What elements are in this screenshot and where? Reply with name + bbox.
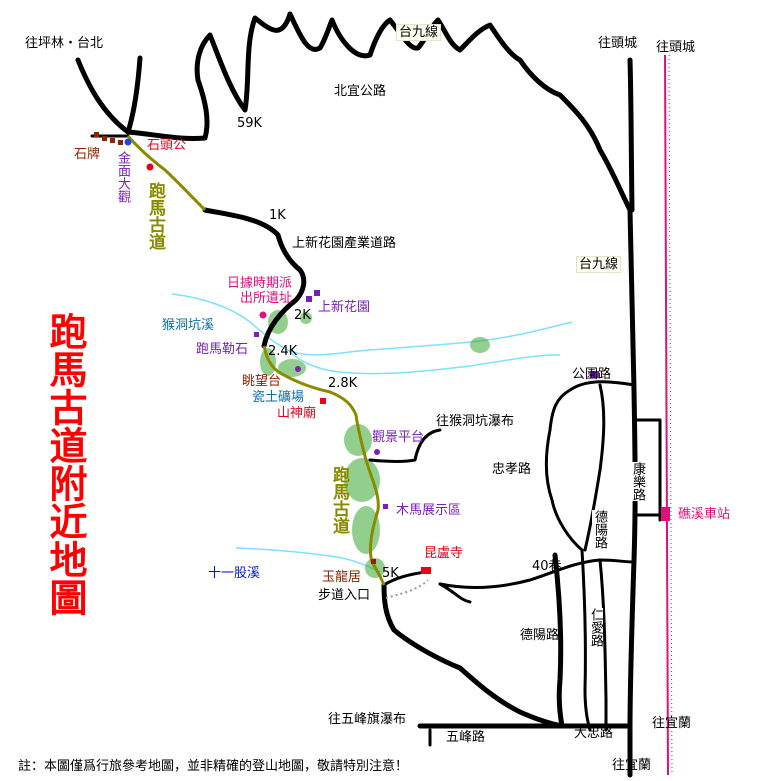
road-hw9-south <box>627 387 638 778</box>
forest-5 <box>344 458 380 502</box>
label-kangle-road: 康樂路 <box>630 462 645 501</box>
label-km2: 2K <box>294 308 311 323</box>
label-shanshen-temple: 山神廟 <box>277 406 317 421</box>
shipai-marker-2 <box>102 136 107 141</box>
road-lane40 <box>438 558 636 589</box>
yulong-marker <box>371 559 376 564</box>
paoma-rock-marker <box>254 332 259 337</box>
railway-line-2 <box>668 54 673 776</box>
label-trail-entrance: 步道入口 <box>318 588 371 603</box>
label-km1: 1K <box>269 208 286 223</box>
label-hw9-mid: 台九線 <box>576 256 622 273</box>
map-note: 註：本圖僅爲行旅參考地圖，並非精確的登山地圖，敬請特別注意！ <box>18 759 409 774</box>
label-houdong-stream: 猴洞坑溪 <box>162 318 215 333</box>
railway-line <box>664 54 669 776</box>
houdong-stream <box>171 293 573 356</box>
houdong-branch <box>287 349 561 375</box>
forest-3 <box>278 359 306 377</box>
station-marker <box>661 507 670 521</box>
guanjing-marker <box>374 449 380 455</box>
road-park <box>544 380 636 552</box>
label-zhongxiao-road: 忠孝路 <box>492 462 532 477</box>
label-beiyi-road: 北宜公路 <box>334 84 387 99</box>
forest-8 <box>470 337 490 353</box>
shangxinhua-marker-1 <box>306 296 312 302</box>
trail-name-lower: 跑馬古道 <box>329 466 349 534</box>
road-shangxinhua <box>202 207 307 349</box>
markers <box>94 132 670 574</box>
label-shipai: 石牌 <box>74 147 101 162</box>
road-kangle <box>632 418 662 522</box>
label-park-road: 公園路 <box>572 367 612 382</box>
label-lane40: 40巷 <box>532 559 562 574</box>
label-km5: 5K <box>382 566 399 581</box>
label-jinmian: 金面大觀 <box>115 151 130 203</box>
label-deyang-road: 德陽路 <box>520 628 560 643</box>
label-to-yilan-1: 往宜蘭 <box>652 716 692 731</box>
label-yulong: 玉龍居 <box>322 570 362 585</box>
road-renai <box>598 558 608 732</box>
road-lower <box>381 582 565 729</box>
shipai-marker-1 <box>94 132 99 137</box>
label-deyang-road-vertical: 德陽路 <box>592 510 607 549</box>
label-police-site: 日據時期派出所遺址 <box>226 276 292 306</box>
label-shangxinhua: 上新花園 <box>318 300 371 315</box>
label-wufeng-road: 五峰路 <box>446 730 486 745</box>
label-to-waterfall: 往猴洞坑瀑布 <box>436 414 515 429</box>
label-muma: 木馬展示區 <box>396 503 462 518</box>
label-to-yilan-2: 往宜蘭 <box>612 758 652 773</box>
shipai-marker-4 <box>118 140 123 145</box>
label-km59: 59K <box>237 116 263 131</box>
road-lane40-west <box>438 582 472 604</box>
police-site-marker <box>259 311 267 319</box>
forest-6 <box>352 506 380 554</box>
road-deyang-west <box>552 552 565 729</box>
roads <box>75 11 638 778</box>
road-to-pinglin <box>75 55 143 135</box>
jinmian-marker <box>124 138 132 146</box>
label-shitougong: 石頭公 <box>147 138 187 153</box>
label-shiyigu-stream: 十一股溪 <box>208 566 261 581</box>
label-jiaoxi-station: 礁溪車站 <box>678 507 731 522</box>
shipai-marker-3 <box>110 138 115 143</box>
forest-9 <box>300 312 312 324</box>
trail-name-upper: 跑馬古道 <box>145 182 165 250</box>
railway <box>664 54 673 776</box>
label-km28: 2.8K <box>328 376 358 391</box>
kunlu-marker <box>421 567 431 574</box>
label-hw9-top: 台九線 <box>396 24 442 41</box>
label-paoma-rock: 跑馬勒石 <box>196 342 249 357</box>
label-kunlu-temple: 昆盧寺 <box>424 546 464 561</box>
trail-entrance-path <box>385 579 429 599</box>
road-beiyi-zigzag <box>125 11 637 393</box>
label-shangxinhua-road: 上新花園產業道路 <box>292 236 397 251</box>
shitougong-marker <box>146 163 154 171</box>
label-dazhong-road: 大忠路 <box>574 726 614 741</box>
label-guanjing: 觀景平台 <box>372 430 425 445</box>
label-to-toucheng-2: 往頭城 <box>656 40 696 55</box>
label-tiaowangtai: 眺望台 <box>242 374 282 389</box>
label-clay-mine: 瓷土礦場 <box>252 390 305 405</box>
map-title: 跑馬古道附近地圖 <box>43 312 88 616</box>
label-km24: 2.4K <box>268 344 298 359</box>
tiaowangtai-marker <box>295 366 301 372</box>
park-marker <box>590 371 599 378</box>
label-to-toucheng-1: 往頭城 <box>598 36 638 51</box>
road-toucheng <box>627 57 635 213</box>
forest-areas <box>260 310 490 578</box>
road-waterfall <box>368 428 442 463</box>
label-to-pinglin: 往坪林・台北 <box>25 36 104 51</box>
shanshen-marker <box>320 398 326 404</box>
forest-4 <box>344 424 372 456</box>
road-deyang <box>580 548 592 732</box>
label-to-wufeng-falls: 往五峰旗瀑布 <box>328 712 407 727</box>
minor-roads <box>90 134 667 747</box>
label-renai-road: 仁愛路 <box>588 608 603 647</box>
shangxinhua-marker-2 <box>314 290 320 296</box>
muma-marker <box>383 504 388 509</box>
road-zhongxiao <box>583 383 606 552</box>
paoma-trail <box>126 135 386 586</box>
